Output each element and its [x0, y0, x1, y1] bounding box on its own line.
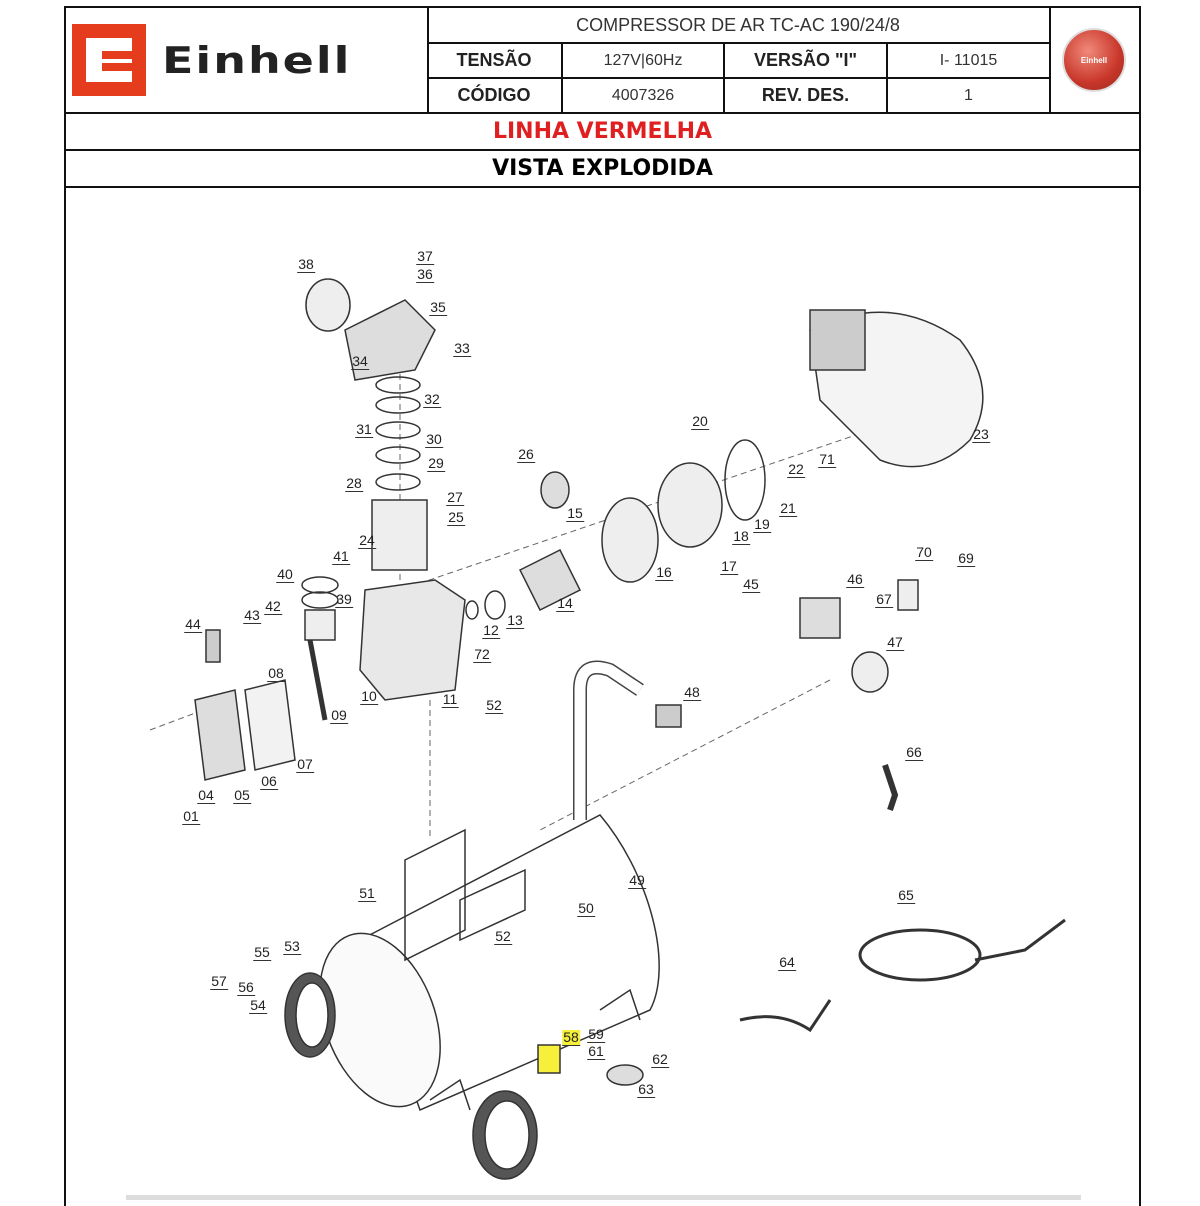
part-label-01: 01: [182, 808, 200, 825]
part-label-62: 62: [651, 1051, 669, 1068]
part-label-61: 61: [587, 1043, 605, 1060]
part-label-65: 65: [897, 887, 915, 904]
part-label-06: 06: [260, 773, 278, 790]
seal-icon: Einhell: [1062, 28, 1126, 92]
part-label-11: 11: [441, 691, 459, 708]
part-label-42: 42: [264, 598, 282, 615]
part-label-19: 19: [753, 516, 771, 533]
part-label-18: 18: [732, 528, 750, 545]
part-label-21: 21: [779, 500, 797, 517]
part-label-07: 07: [296, 756, 314, 773]
part-label-17: 17: [720, 558, 738, 575]
part-label-49: 49: [628, 872, 646, 889]
part-label-35: 35: [429, 299, 447, 316]
part-label-04: 04: [197, 787, 215, 804]
part-label-34: 34: [351, 353, 369, 370]
part-label-38: 38: [297, 256, 315, 273]
part-label-14: 14: [556, 595, 574, 612]
part-label-20: 20: [691, 413, 709, 430]
versao-label: VERSÃO "I": [725, 44, 888, 79]
part-label-48: 48: [683, 684, 701, 701]
page-bottom-edge: [126, 1195, 1081, 1200]
rev-label: REV. DES.: [725, 79, 888, 112]
part-label-58: 58: [562, 1029, 580, 1046]
part-label-53: 53: [283, 938, 301, 955]
part-label-71: 71: [818, 451, 836, 468]
part-label-50: 50: [577, 900, 595, 917]
tensao-label: TENSÃO: [427, 44, 563, 79]
versao-value: I- 11015: [888, 44, 1051, 79]
line-name: LINHA VERMELHA: [64, 114, 1141, 151]
part-label-24: 24: [358, 532, 376, 549]
product-title: COMPRESSOR DE AR TC-AC 190/24/8: [427, 8, 1051, 44]
header-table: Einhell COMPRESSOR DE AR TC-AC 190/24/8 …: [64, 6, 1141, 114]
part-label-26: 26: [517, 446, 535, 463]
quality-seal: Einhell: [1049, 8, 1139, 112]
part-label-69: 69: [957, 550, 975, 567]
part-label-33: 33: [453, 340, 471, 357]
einhell-logo-mark: [72, 24, 146, 96]
codigo-label: CÓDIGO: [427, 79, 563, 112]
part-label-16: 16: [655, 564, 673, 581]
part-label-15: 15: [566, 505, 584, 522]
part-label-43: 43: [243, 607, 261, 624]
part-label-36: 36: [416, 266, 434, 283]
part-label-57: 57: [210, 973, 228, 990]
part-label-63: 63: [637, 1081, 655, 1098]
part-label-29: 29: [427, 455, 445, 472]
part-label-32: 32: [423, 391, 441, 408]
tensao-value: 127V|60Hz: [563, 44, 725, 79]
part-label-59: 59: [587, 1026, 605, 1043]
part-label-45: 45: [742, 576, 760, 593]
rev-value: 1: [888, 79, 1051, 112]
part-label-12: 12: [482, 622, 500, 639]
part-label-27: 27: [446, 489, 464, 506]
part-label-31: 31: [355, 421, 373, 438]
part-label-39: 39: [335, 591, 353, 608]
part-label-56: 56: [237, 979, 255, 996]
part-label-64: 64: [778, 954, 796, 971]
part-label-05: 05: [233, 787, 251, 804]
einhell-logo: Einhell: [66, 8, 429, 112]
part-label-54: 54: [249, 997, 267, 1014]
part-label-22: 22: [787, 461, 805, 478]
part-label-55: 55: [253, 944, 271, 961]
part-label-08: 08: [267, 665, 285, 682]
part-label-28: 28: [345, 475, 363, 492]
part-label-46: 46: [846, 571, 864, 588]
part-label-44: 44: [184, 616, 202, 633]
part-label-66: 66: [905, 744, 923, 761]
codigo-value: 4007326: [563, 79, 725, 112]
brand-name: Einhell: [162, 38, 352, 82]
part-label-67: 67: [875, 591, 893, 608]
part-label-13: 13: [506, 612, 524, 629]
part-label-51: 51: [358, 885, 376, 902]
part-label-52: 52: [485, 697, 503, 714]
part-label-47: 47: [886, 634, 904, 651]
part-label-40: 40: [276, 566, 294, 583]
part-label-10: 10: [360, 688, 378, 705]
part-label-09: 09: [330, 707, 348, 724]
part-label-37: 37: [416, 248, 434, 265]
part-label-52: 52: [494, 928, 512, 945]
section-title: VISTA EXPLODIDA: [64, 151, 1141, 188]
part-label-30: 30: [425, 431, 443, 448]
part-label-70: 70: [915, 544, 933, 561]
part-label-72: 72: [473, 646, 491, 663]
part-label-23: 23: [972, 426, 990, 443]
part-label-25: 25: [447, 509, 465, 526]
part-label-41: 41: [332, 548, 350, 565]
